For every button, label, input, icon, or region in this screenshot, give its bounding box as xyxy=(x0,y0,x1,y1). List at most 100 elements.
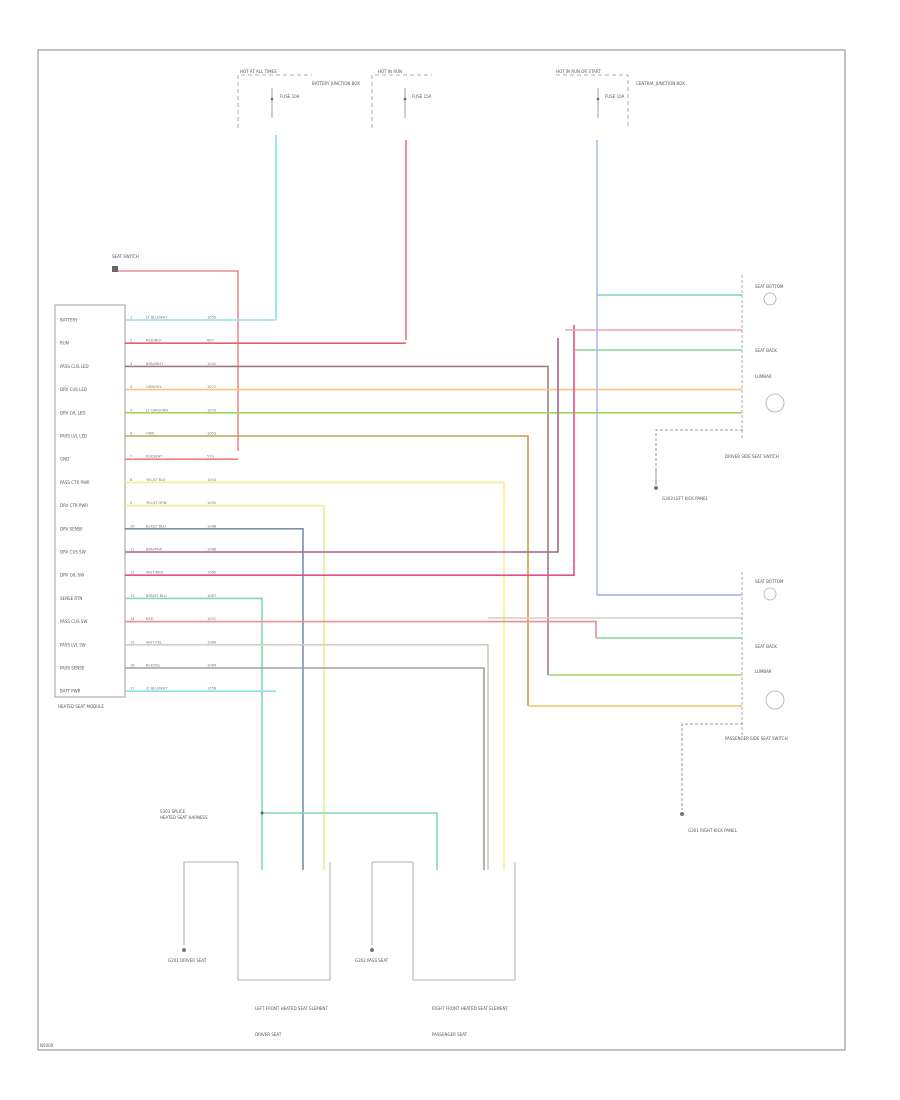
ground-g2-label: G301 RIGHT KICK PANEL xyxy=(688,828,738,833)
wire-color-label: LT BLU/WHT xyxy=(146,316,168,320)
module-wire xyxy=(125,435,529,706)
module-pin-label: DRV SENSE xyxy=(60,526,83,531)
module-wire xyxy=(125,528,304,870)
module-wire xyxy=(125,667,485,870)
module-wire xyxy=(125,325,575,576)
module-pin-number: 15 xyxy=(130,640,135,644)
driver-switch-low: LUMBAR xyxy=(755,374,772,379)
splice-wire xyxy=(262,812,438,870)
driver-switch-mid: SEAT BACK xyxy=(755,348,777,353)
wire-color-label: WHT/RED xyxy=(146,571,163,575)
module-pin-number: 7 xyxy=(130,455,132,459)
wire-color-label: WHT/YEL xyxy=(146,640,162,644)
wire-color-label: YEL/LT BLU xyxy=(146,478,166,482)
ground-g2: G301 RIGHT KICK PANEL xyxy=(680,723,743,833)
fuse-box-right: HOT IN RUN OR START FUSE 10A CENTRAL JUN… xyxy=(556,69,685,128)
module-name: HEATED SEAT MODULE xyxy=(58,704,104,709)
module-pin-number: 6 xyxy=(130,432,133,436)
left-element-sub: DRIVER SEAT xyxy=(255,1032,282,1037)
fuse-box-left-header: HOT AT ALL TIMES xyxy=(240,69,277,74)
module-pin-label: DRV CUS LED xyxy=(60,387,87,392)
fuse-box-right-desc: CENTRAL JUNCTION BOX xyxy=(636,81,685,86)
passenger-switch-name: PASSENGER SIDE SEAT SWITCH xyxy=(725,736,788,741)
module-wire xyxy=(125,644,489,870)
module-pin-number: 2 xyxy=(130,339,132,343)
wire-color-label: LT GRN/ORN xyxy=(146,408,168,412)
module-wire xyxy=(125,504,325,870)
module-pin-number: 9 xyxy=(130,501,133,505)
fuse-box-middle: HOT IN RUN FUSE 15A xyxy=(371,69,432,128)
wire-circuit-code: 1066 xyxy=(207,548,217,552)
splice-label: S303 SPLICE xyxy=(160,809,186,814)
left-seat-element: G201 DRIVER SEAT LEFT FRONT HEATED SEAT … xyxy=(168,861,331,1037)
wire-circuit-code: 1065 xyxy=(207,571,216,575)
fuse-box-left-fuse: FUSE 10A xyxy=(280,94,300,99)
fuse-box-left-desc: BATTERY JUNCTION BOX xyxy=(312,81,360,86)
module-pin-label: PASS LVL SW xyxy=(60,642,86,647)
wire-color-label: BLK/YEL xyxy=(146,664,161,668)
module-pin-number: 13 xyxy=(130,594,135,598)
module-pin-label: DRV CUS SW xyxy=(60,550,86,555)
fuse-box-right-header: HOT IN RUN OR START xyxy=(556,69,601,74)
wire-circuit-code: 1072 xyxy=(207,385,216,389)
wire-circuit-code: 1054 xyxy=(207,478,217,482)
module-wires xyxy=(125,294,742,870)
right-element-sub: PASSENGER SEAT xyxy=(432,1032,468,1037)
module-pin-number: 12 xyxy=(130,571,135,575)
module-pin-label: RUN xyxy=(60,341,69,346)
module-pin-number: 5 xyxy=(130,408,132,412)
wire-circuit-code: 1069 xyxy=(207,640,217,644)
wire-color-label: BRN/PNK xyxy=(146,548,163,552)
module-pin-label: PASS LVL LED xyxy=(60,434,87,439)
module-pin-label: PASS CUS LED xyxy=(60,364,89,369)
module-pin-number: 10 xyxy=(130,524,135,528)
wire-circuit-code: 1055 xyxy=(207,501,216,505)
driver-seat-switch: SEAT BOTTOM SEAT BACK LUMBAR DRIVER SIDE… xyxy=(725,275,785,459)
wire-circuit-code: 570 xyxy=(207,455,215,459)
wire-color-label: YEL/LT GRN xyxy=(146,501,167,505)
left-element-name: LEFT FRONT HEATED SEAT ELEMENT xyxy=(255,1006,328,1011)
wire-color-label: BRN/WHT xyxy=(146,362,164,366)
wire-circuit-code: 1064 xyxy=(207,664,217,668)
wire-circuit-code: 1050 xyxy=(207,316,217,320)
fuse-box-middle-fuse: FUSE 15A xyxy=(412,94,432,99)
module-pin-number: 8 xyxy=(130,478,133,482)
module-pin-number: 14 xyxy=(130,617,135,621)
wire-circuit-code: 1067 xyxy=(207,594,216,598)
wire-color-label: RED/BLK xyxy=(146,339,162,343)
passenger-switch-low: LUMBAR xyxy=(755,669,772,674)
module-pin-number: 1 xyxy=(130,316,132,320)
wire-circuit-code: 1070 xyxy=(207,408,217,412)
wire-color-label: BLK/LT BLU xyxy=(146,524,166,528)
seat-switch-connector: SEAT SWITCH xyxy=(112,254,139,272)
wire-circuit-code: 1051 xyxy=(207,617,216,621)
wire-color-label: BLK/WHT xyxy=(146,455,163,459)
module-pin-label: SENSE RTN xyxy=(60,596,82,601)
driver-switch-top: SEAT BOTTOM xyxy=(755,284,784,289)
heated-seat-module xyxy=(54,304,126,698)
splice-node xyxy=(260,811,264,815)
passenger-switch-top: SEAT BOTTOM xyxy=(755,579,784,584)
module-pin-number: 4 xyxy=(130,385,133,389)
module-pin-label: BATTERY xyxy=(60,318,78,323)
module-wire xyxy=(125,620,597,638)
wire-circuit-code: 1052 xyxy=(207,362,216,366)
right-seat-element: G202 PASS SEAT RIGHT FRONT HEATED SEAT E… xyxy=(355,861,516,1037)
driver-switch-name: DRIVER SIDE SEAT SWITCH xyxy=(725,454,779,459)
splice-sublabel: HEATED SEAT HARNESS xyxy=(160,815,208,820)
wire-color-label: RED xyxy=(146,617,154,621)
diagram-frame xyxy=(37,49,846,1051)
passenger-switch-mid: SEAT BACK xyxy=(755,644,777,649)
ground-g1-label: G303 LEFT KICK PANEL xyxy=(662,496,709,501)
module-wire xyxy=(125,338,559,553)
figure-id: N5000 xyxy=(40,1043,54,1048)
right-seat-ground: G202 PASS SEAT xyxy=(355,958,389,963)
red-loop-wire xyxy=(118,270,239,451)
module-pin-number: 17 xyxy=(130,687,135,691)
module-pin-label: GND xyxy=(60,457,69,462)
module-pin-label: DRV LVL SW xyxy=(60,573,84,578)
wire-color-label: ORN/YEL xyxy=(146,385,162,389)
fuse-box-right-fuse: FUSE 10A xyxy=(605,94,625,99)
